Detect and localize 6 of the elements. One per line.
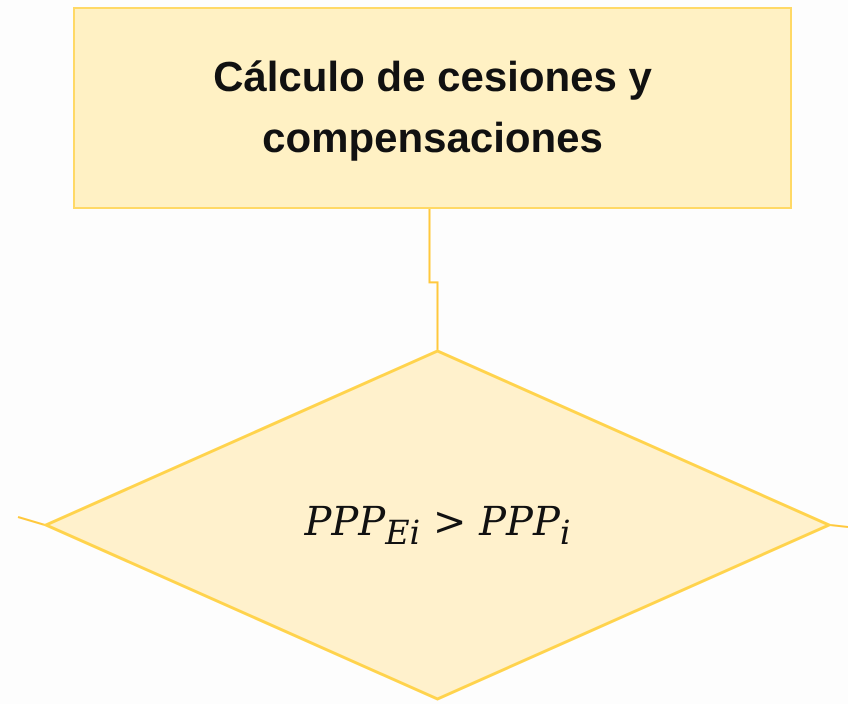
box-title: Cálculo de cesiones y compensaciones — [212, 52, 653, 163]
connector-line — [830, 524, 848, 528]
condition-formula: PPP$_{Ei}$ > PPP$_{i}$ — [304, 498, 571, 552]
connector-line — [18, 516, 46, 526]
process-box — [73, 7, 792, 209]
connector-line — [428, 209, 438, 350]
